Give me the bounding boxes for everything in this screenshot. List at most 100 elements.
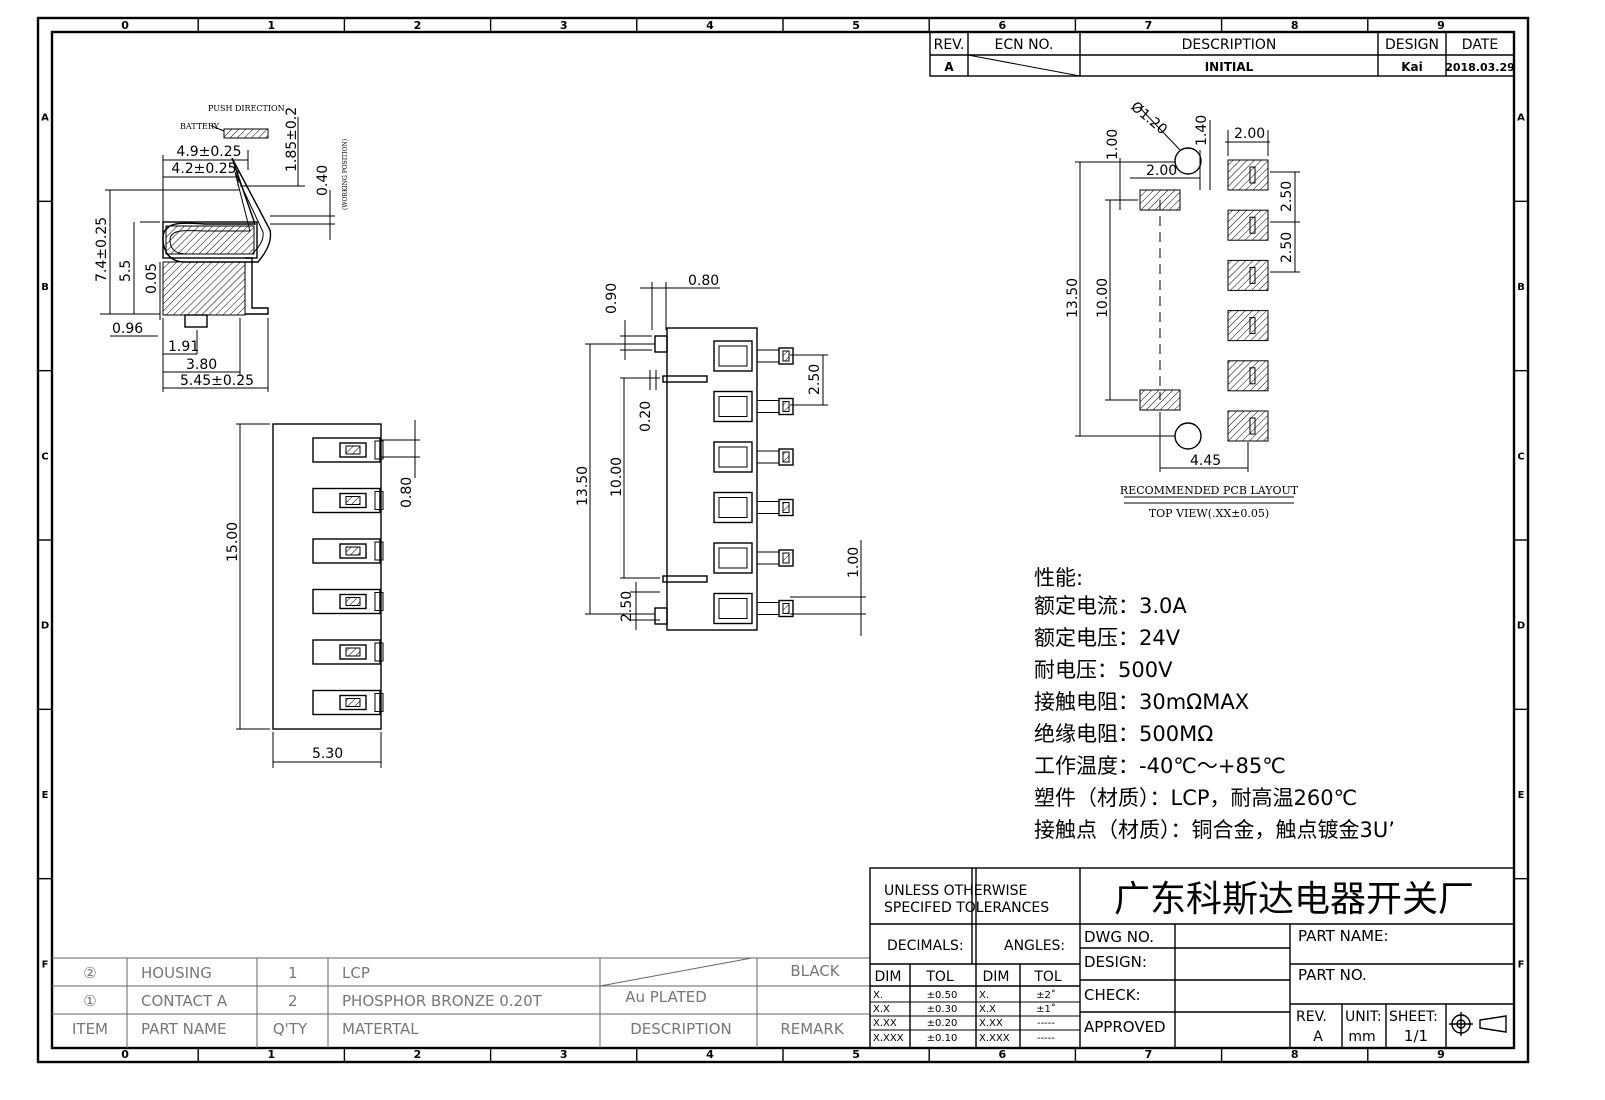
front-view: 0.80 0.90 2.50 0.20 13.50 10.00 2.50 1.0… <box>575 273 866 636</box>
dim-5-30: 5.30 <box>312 746 343 762</box>
zone-column-label: 7 <box>1145 19 1153 32</box>
zone-column-label: 5 <box>852 1048 860 1061</box>
bom-header-description: DESCRIPTION <box>630 1020 732 1038</box>
zone-column-label: 6 <box>998 19 1006 32</box>
spec-line: 额定电流：3.0A <box>1034 594 1187 618</box>
unit-value: mm <box>1348 1029 1375 1045</box>
angle-value: ±1˚ <box>1036 1003 1056 1015</box>
zone-row-label: E <box>1518 790 1525 801</box>
dim-pcb-10-00: 10.00 <box>1095 278 1111 318</box>
battery-label: BATTERY <box>180 122 220 131</box>
bom-header-qty: Q'TY <box>273 1020 308 1038</box>
zone-row-label: C <box>41 451 48 462</box>
bom-material: PHOSPHOR BRONZE 0.20T <box>342 992 543 1010</box>
dim-pcb-2-00-a: 2.00 <box>1234 126 1265 142</box>
dim-0-05: 0.05 <box>144 263 160 294</box>
pcb-pad <box>1227 410 1269 442</box>
spec-line: 额定电压：24V <box>1034 626 1181 650</box>
tol-value: ±0.10 <box>927 1033 958 1044</box>
working-position-label: (WORKING POSITION) <box>342 139 349 210</box>
contact-pad <box>713 592 794 625</box>
zone-column-label: 3 <box>560 19 568 32</box>
date-value: 2018.03.29 <box>1445 61 1515 74</box>
rev-value: A <box>944 60 954 74</box>
spec-line: 耐电压：500V <box>1034 658 1173 682</box>
push-direction-label: PUSH DIRECTION <box>208 104 285 113</box>
angle-dim: X.XX <box>979 1018 1003 1029</box>
zone-column-label: 1 <box>267 1048 275 1061</box>
dim-4-9: 4.9±0.25 <box>176 144 241 160</box>
dim-pcb-2-50-a: 2.50 <box>1279 181 1295 212</box>
zone-column-label: 8 <box>1291 1048 1299 1061</box>
bom-header-name: PART NAME <box>141 1020 227 1038</box>
tol-dim: X.XX <box>873 1018 897 1029</box>
pcb-pad <box>1227 159 1269 191</box>
design-header: DESIGN <box>1385 37 1439 53</box>
bom-header-material: MATERTAL <box>342 1020 419 1038</box>
zone-column-label: 6 <box>998 1048 1006 1061</box>
dim-header: DIM <box>875 969 902 985</box>
tolerance-note-1: UNLESS OTHERWISE <box>884 883 1027 899</box>
zone-column-label: 4 <box>706 1048 714 1061</box>
check-label: CHECK: <box>1084 986 1141 1004</box>
zone-row-label: C <box>1517 451 1524 462</box>
dim-pcb-4-45: 4.45 <box>1190 453 1221 469</box>
spec-line: 接触点（材质）：铜合金，触点镀金3U’ <box>1034 818 1395 842</box>
decimals-label: DECIMALS: <box>887 938 964 954</box>
zone-row-label: D <box>41 621 49 632</box>
angle-value: ±2˚ <box>1036 989 1056 1001</box>
dim-5-45: 5.45±0.25 <box>180 373 254 389</box>
description-header: DESCRIPTION <box>1182 37 1277 53</box>
dim-1-85: 1.85±0.2 <box>284 107 300 172</box>
part-name-label: PART NAME: <box>1298 927 1389 945</box>
contact-slot <box>312 689 384 723</box>
dim-front-10-00: 10.00 <box>609 457 625 497</box>
zone-column-label: 3 <box>560 1048 568 1061</box>
angles-label: ANGLES: <box>1004 938 1065 954</box>
dim-pcb-13-50: 13.50 <box>1065 278 1081 318</box>
zone-row-label: B <box>1517 282 1525 293</box>
contact-slot <box>312 639 384 672</box>
zone-row-label: A <box>1517 113 1525 124</box>
bom-header-item: ITEM <box>72 1020 108 1038</box>
ecn-header: ECN NO. <box>995 37 1054 53</box>
part-no-label: PART NO. <box>1298 966 1367 984</box>
contact-pad <box>713 542 794 574</box>
bom-table: ② HOUSING 1 LCP BLACK ① CONTACT A 2 PHOS… <box>52 957 870 1048</box>
dim-pcb-2-50-b: 2.50 <box>1279 232 1295 263</box>
zone-row-label: A <box>41 113 49 124</box>
contact-pad <box>713 491 794 524</box>
dim-front-0-20: 0.20 <box>638 401 654 432</box>
zone-row-label: B <box>41 282 49 293</box>
bom-name: CONTACT A <box>141 992 228 1010</box>
sheet-label: SHEET: <box>1389 1009 1438 1025</box>
bom-item: ② <box>83 964 96 982</box>
sheet-value: 1/1 <box>1404 1027 1428 1045</box>
dim-pcb-2-00-b: 2.00 <box>1146 163 1177 179</box>
zone-row-label: F <box>1518 959 1525 970</box>
unit-label: UNIT: <box>1345 1009 1382 1025</box>
dim-front-2-50-b: 2.50 <box>619 591 635 622</box>
dim-0-80: 0.80 <box>399 477 415 508</box>
bom-name: HOUSING <box>141 964 212 982</box>
pcb-layout: Ø1.20 1.40 2.00 1.00 2.00 2.50 2.50 13.5… <box>1065 99 1300 520</box>
zone-row-label: D <box>1517 621 1525 632</box>
contact-pad <box>713 441 794 473</box>
dim-0-40: 0.40 <box>315 165 331 196</box>
contact-slot <box>312 437 384 470</box>
top-view: 15.00 0.80 5.30 <box>225 420 420 768</box>
title-block: UNLESS OTHERWISE SPECIFED TOLERANCES 广东科… <box>869 867 1515 1049</box>
projection-symbol-icon <box>1449 1012 1507 1036</box>
contact-slot <box>312 588 384 622</box>
zone-column-label: 8 <box>1291 19 1299 32</box>
design-value: Kai <box>1401 60 1423 74</box>
dim-front-0-90: 0.90 <box>604 283 620 314</box>
spec-line: 塑件（材质）：LCP，耐高温260℃ <box>1034 786 1357 810</box>
dim-pcb-1-40: 1.40 <box>1194 115 1210 146</box>
tol-dim: X.XXX <box>873 1033 904 1044</box>
tol-header: TOL <box>925 969 954 985</box>
zone-row-label: F <box>42 959 49 970</box>
angle-dim: X.X <box>979 1004 996 1015</box>
